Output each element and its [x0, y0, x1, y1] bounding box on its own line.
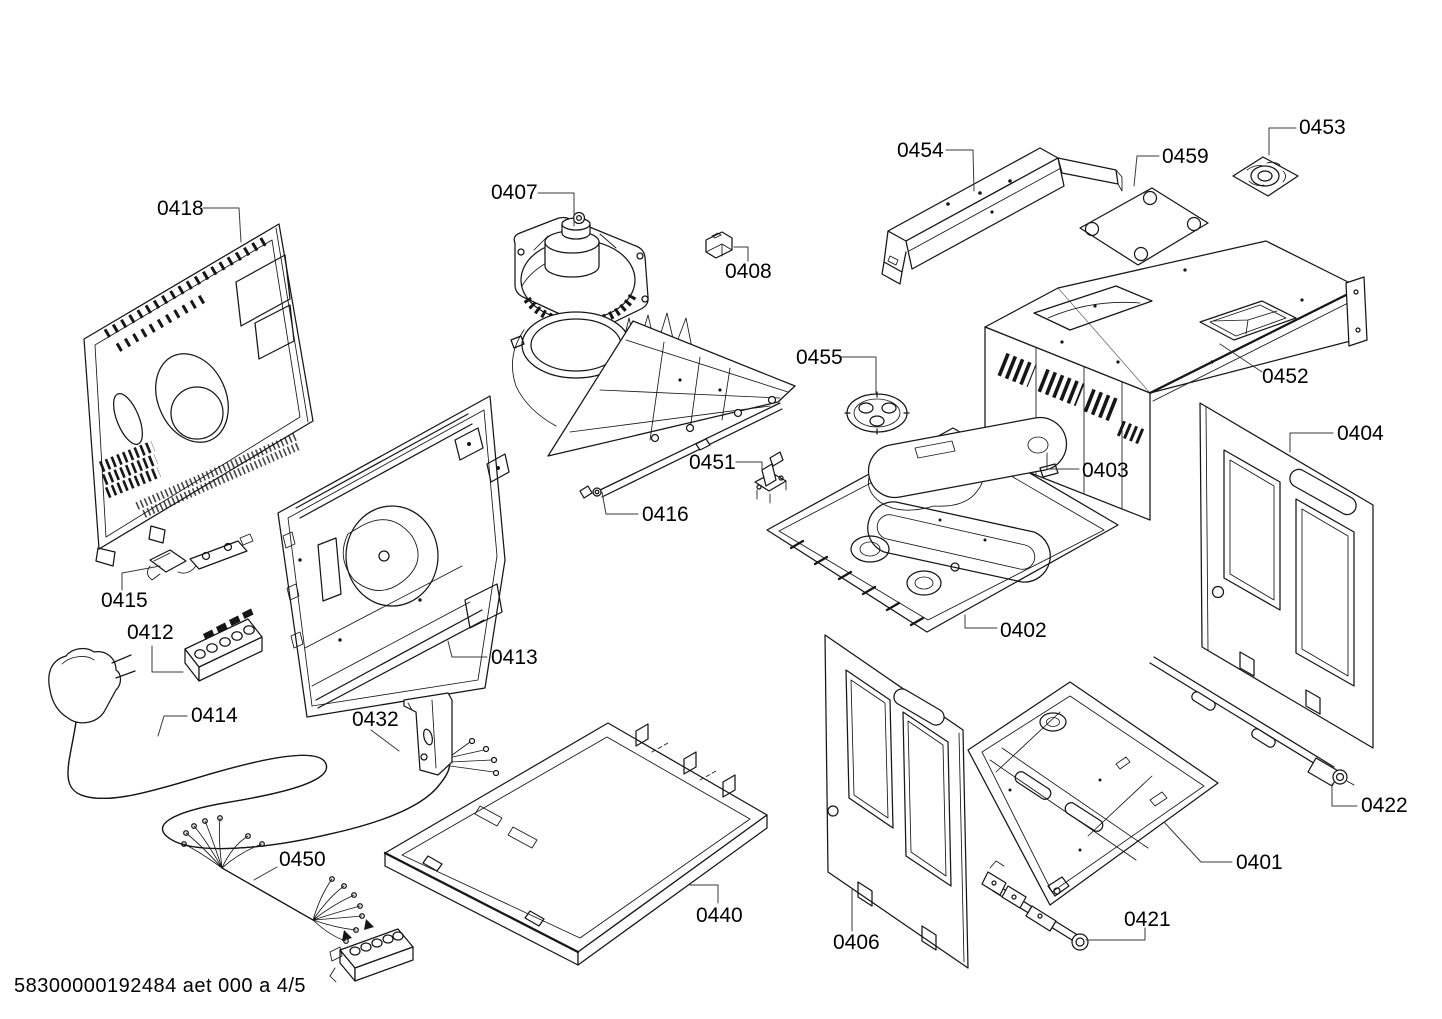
- part-0413-cavity-rear-panel: [277, 395, 510, 718]
- part-label-0401: 0401: [1236, 851, 1283, 874]
- part-0421-rail: [981, 860, 1089, 951]
- leader-0402: [964, 614, 998, 629]
- leader-0412: [151, 645, 184, 673]
- part-0455-burner-disc: [844, 391, 910, 435]
- leader-0450: [253, 866, 278, 881]
- part-label-0421: 0421: [1124, 908, 1171, 931]
- leader-lines: [121, 127, 1358, 941]
- part-0408-clip: [705, 231, 733, 259]
- part-0432-bracket: [403, 692, 453, 776]
- leader-0418: [202, 207, 242, 243]
- leader-0416: [601, 491, 639, 515]
- part-label-0454: 0454: [897, 139, 944, 162]
- part-label-0406: 0406: [833, 931, 880, 954]
- part-0452-top-cover: [984, 240, 1368, 521]
- part-0415-bracket: [147, 533, 254, 581]
- part-label-0432: 0432: [352, 708, 399, 731]
- leader-0401: [1163, 821, 1233, 863]
- part-labels: 0418 0407 0408 0454 0459 0453 0455 0452 …: [101, 116, 1408, 954]
- part-0403-air-duct: [867, 416, 1068, 499]
- leader-0413: [447, 640, 488, 658]
- leader-0404: [1289, 432, 1334, 453]
- part-label-0452: 0452: [1262, 365, 1309, 388]
- part-label-0450: 0450: [279, 848, 326, 871]
- leader-0407: [537, 192, 575, 227]
- part-label-0412: 0412: [127, 621, 174, 644]
- leader-0452: [1219, 343, 1263, 373]
- part-0451-switch: [754, 451, 787, 504]
- part-label-0415: 0415: [101, 589, 148, 612]
- part-label-0440: 0440: [696, 904, 743, 927]
- part-label-0404: 0404: [1337, 422, 1384, 445]
- leader-0454: [945, 149, 975, 192]
- leader-0422: [1331, 783, 1358, 807]
- part-label-0413: 0413: [491, 646, 538, 669]
- part-0422-tube: [1149, 656, 1355, 787]
- leader-0421: [1085, 927, 1146, 941]
- leader-0440: [689, 884, 719, 904]
- part-label-0408: 0408: [725, 260, 772, 283]
- leader-0459: [1133, 155, 1160, 187]
- leader-0403: [1046, 452, 1080, 470]
- part-0414-power-cord: [48, 647, 500, 850]
- document-number: 58300000192484 aet 000 a 4/5: [14, 975, 306, 997]
- part-label-0402: 0402: [1000, 619, 1047, 642]
- part-0450-wiring-harness: [181, 815, 414, 983]
- part-label-0453: 0453: [1299, 116, 1346, 139]
- leader-0415: [121, 565, 161, 591]
- part-0412-terminal-block: [184, 608, 263, 682]
- part-label-0422: 0422: [1361, 794, 1408, 817]
- leader-0414: [157, 715, 188, 737]
- leader-0408: [733, 246, 749, 262]
- part-0402-cavity-top-panel: [766, 427, 1119, 633]
- part-0406-side-panel-left: [824, 634, 969, 969]
- part-0416-fan-housing-panel: [510, 311, 796, 499]
- leader-0455: [840, 356, 877, 394]
- part-0453-grommet: [1232, 156, 1299, 197]
- leader-0451: [735, 461, 763, 473]
- part-0418-rear-panel: [83, 223, 314, 567]
- part-0459-cover-plate: [1079, 187, 1209, 266]
- leader-0453: [1268, 127, 1297, 156]
- part-label-0459: 0459: [1162, 145, 1209, 168]
- part-label-0455: 0455: [796, 346, 843, 369]
- part-0407-fan-motor: [513, 211, 649, 332]
- part-label-0403: 0403: [1082, 459, 1129, 482]
- part-label-0451: 0451: [689, 451, 736, 474]
- part-0401-cavity-bottom: [967, 681, 1219, 906]
- part-label-0407: 0407: [491, 181, 538, 204]
- part-0454-top-bracket: [881, 147, 1123, 285]
- part-label-0416: 0416: [642, 503, 689, 526]
- part-0440-bottom-tray: [383, 722, 768, 966]
- leader-0432: [370, 729, 400, 752]
- part-0404-side-panel-right: [1199, 402, 1374, 749]
- part-label-0418: 0418: [157, 197, 204, 220]
- part-label-0414: 0414: [191, 704, 238, 727]
